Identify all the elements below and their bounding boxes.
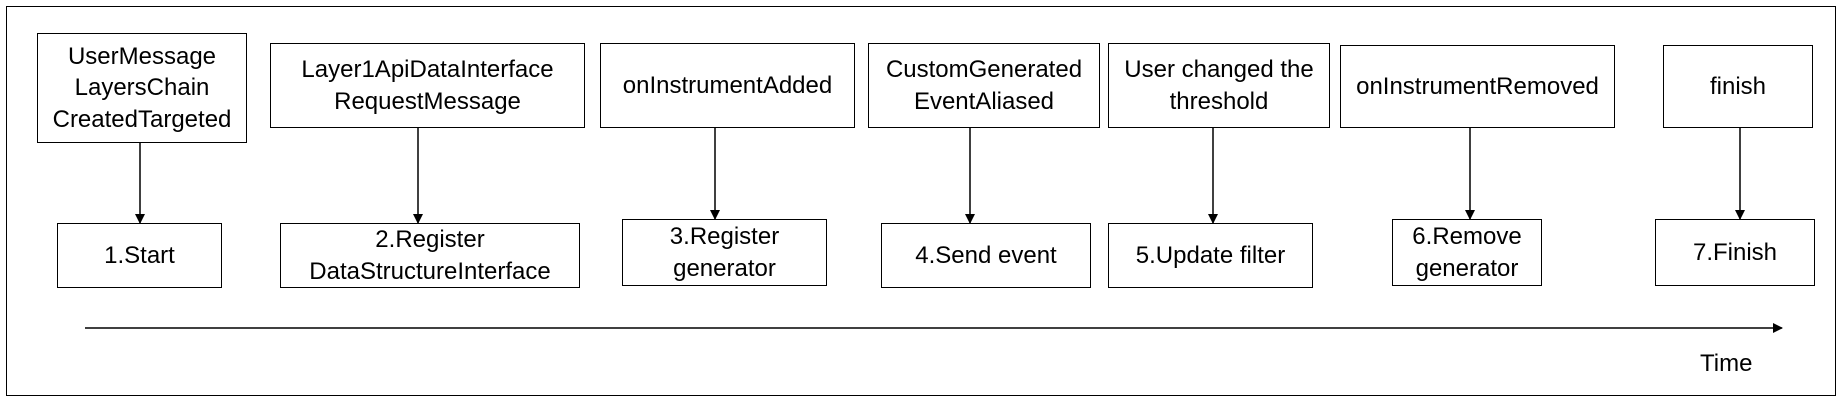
- diagram-frame: [6, 6, 1836, 396]
- event-box-6: onInstrumentRemoved: [1340, 45, 1615, 128]
- event-box-3: onInstrumentAdded: [600, 43, 855, 128]
- step-box-6: 6.Remove generator: [1392, 219, 1542, 286]
- event-box-7: finish: [1663, 45, 1813, 128]
- step-box-7: 7.Finish: [1655, 219, 1815, 286]
- event-box-1: UserMessage LayersChain CreatedTargeted: [37, 33, 247, 143]
- time-axis-label: Time: [1700, 350, 1753, 377]
- step-box-1: 1.Start: [57, 223, 222, 288]
- event-box-2: Layer1ApiDataInterface RequestMessage: [270, 43, 585, 128]
- step-box-4: 4.Send event: [881, 223, 1091, 288]
- step-box-5: 5.Update filter: [1108, 223, 1313, 288]
- event-box-5: User changed the threshold: [1108, 43, 1330, 128]
- step-box-2: 2.Register DataStructureInterface: [280, 223, 580, 288]
- event-box-4: CustomGenerated EventAliased: [868, 43, 1100, 128]
- step-box-3: 3.Register generator: [622, 219, 827, 286]
